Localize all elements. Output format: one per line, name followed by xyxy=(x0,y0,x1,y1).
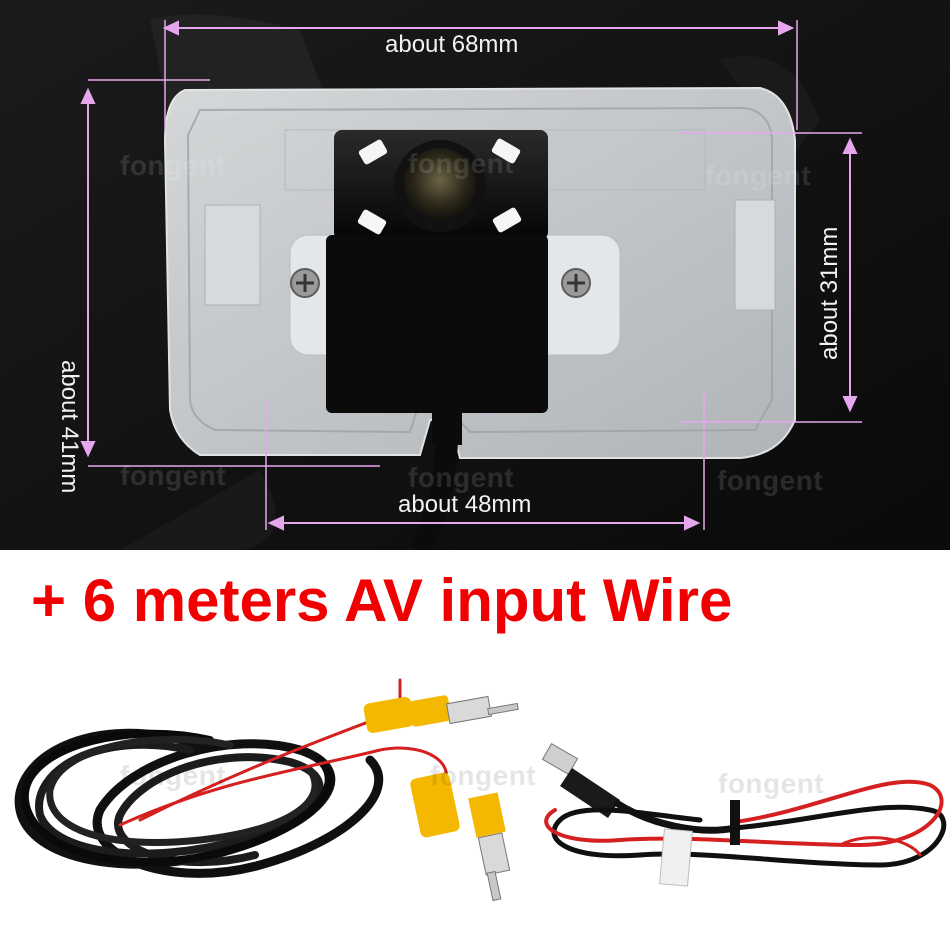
watermark: fongent xyxy=(717,465,824,496)
dc-power-connector xyxy=(541,743,736,834)
camera-illustration xyxy=(0,0,950,550)
screw-left xyxy=(290,268,320,298)
watermark: fongent xyxy=(120,460,227,491)
width-dimension-label: about 68mm xyxy=(385,31,519,58)
headline: + 6 meters AV input Wire xyxy=(31,567,733,634)
power-cable xyxy=(544,779,947,868)
led-lights xyxy=(357,138,522,235)
screw-right xyxy=(561,268,591,298)
av-wire-illustration xyxy=(14,678,947,902)
watermark: fongent xyxy=(408,462,515,493)
camera-body xyxy=(326,130,548,550)
cable-label xyxy=(659,828,693,887)
watermark: fongent xyxy=(120,150,227,181)
height-dimension-label: about 41mm xyxy=(56,360,83,494)
watermark: fongent xyxy=(718,768,825,799)
coiled-cable xyxy=(14,678,448,878)
watermark: fongent xyxy=(408,148,515,179)
watermark: fongent xyxy=(430,760,537,791)
watermark: fongent xyxy=(705,160,812,191)
rca-plug-bottom xyxy=(410,772,511,902)
av-wire-photo: fongent fongent fongent xyxy=(0,650,950,950)
base-width-dimension-label: about 48mm xyxy=(398,491,532,518)
camera-lens xyxy=(394,140,486,232)
cable-tie xyxy=(730,800,740,845)
rca-plug-top xyxy=(363,695,519,733)
watermark: fongent xyxy=(120,760,227,791)
camera-photo: fongent fongent fongent fongent fongent … xyxy=(0,0,950,550)
inner-height-dimension-label: about 31mm xyxy=(816,226,843,360)
dimension-lines xyxy=(80,20,862,531)
